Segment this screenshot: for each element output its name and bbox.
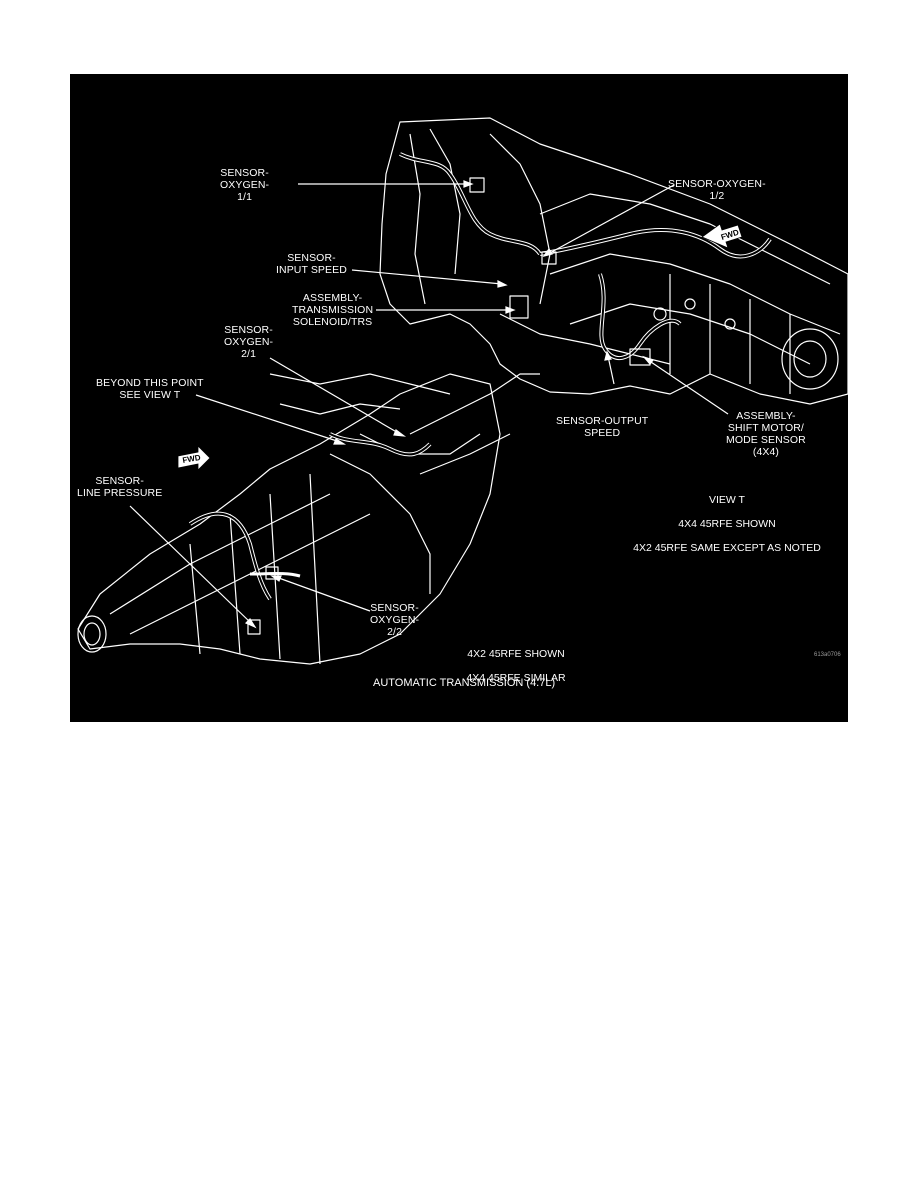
- label-sensor-oxygen-1-1: SENSOR- OXYGEN- 1/1: [220, 167, 270, 203]
- lower-transmission-illustration: [77, 373, 540, 665]
- label-assembly-shift-motor-mode-sensor: ASSEMBLY- SHIFT MOTOR/ MODE SENSOR (4X4): [726, 410, 806, 458]
- label-sensor-oxygen-2-2: SENSOR- OXYGEN- 2/2: [370, 602, 420, 638]
- label-sensor-oxygen-1-2: SENSOR-OXYGEN- 1/2: [668, 178, 766, 202]
- label-assembly-transmission-solenoid-trs: ASSEMBLY- TRANSMISSION SOLENOID/TRS: [292, 292, 374, 328]
- label-sensor-oxygen-2-1: SENSOR- OXYGEN- 2/1: [224, 324, 274, 360]
- fwd-arrow-upper: FWD: [701, 223, 743, 249]
- diagram-artwork: FWD FWD: [77, 117, 848, 665]
- label-sensor-output-speed: SENSOR-OUTPUT SPEED: [556, 415, 649, 439]
- view-t-note: VIEW T 4X4 45RFE SHOWN 4X2 45RFE SAME EX…: [614, 482, 840, 566]
- lower-view-note: 4X2 45RFE SHOWN 4X4 45RFE SIMILAR: [450, 636, 582, 696]
- view-t-note-line2: 4X4 45RFE SHOWN: [678, 518, 776, 530]
- figure-caption: AUTOMATIC TRANSMISSION (4.7L): [373, 677, 556, 689]
- lower-view-note-line2: 4X4 45RFE SIMILAR: [466, 672, 566, 684]
- label-sensor-input-speed: SENSOR- INPUT SPEED: [276, 252, 347, 276]
- label-sensor-line-pressure: SENSOR- LINE PRESSURE: [77, 475, 163, 499]
- lower-view-note-line1: 4X2 45RFE SHOWN: [467, 648, 565, 660]
- diagram-figure: FWD FWD SENSOR- OXYGEN- 1/1 SENSOR-OXYGE…: [70, 74, 848, 722]
- fwd-arrow-lower-text: FWD: [182, 453, 202, 465]
- view-t-note-line3: 4X2 45RFE SAME EXCEPT AS NOTED: [633, 542, 821, 554]
- fwd-arrow-lower: FWD: [177, 445, 211, 471]
- leader-lines: [129, 180, 729, 629]
- upper-transmission-illustration: [379, 117, 848, 405]
- figure-id: 613a0706: [814, 652, 841, 658]
- view-t-note-line1: VIEW T: [709, 494, 745, 506]
- label-beyond-this-point: BEYOND THIS POINT SEE VIEW T: [96, 377, 204, 401]
